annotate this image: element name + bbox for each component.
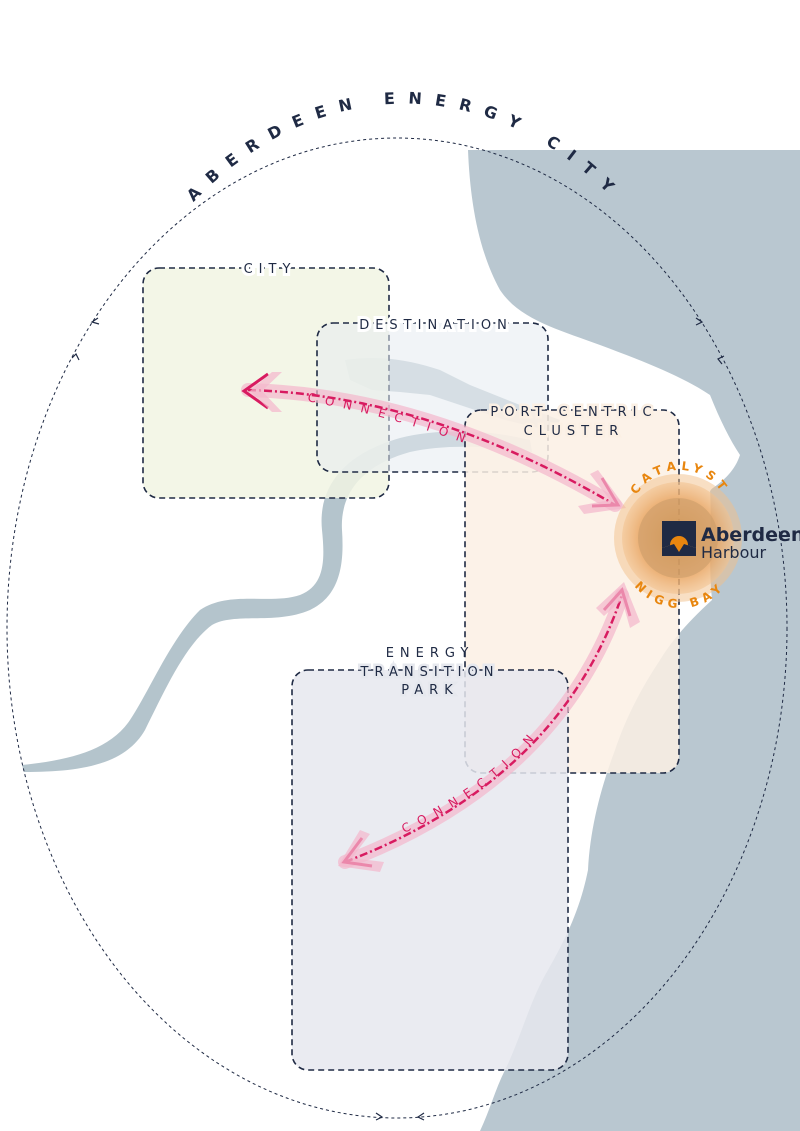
- connection-lower-line: [344, 594, 624, 864]
- logo-sub: Harbour: [701, 543, 767, 562]
- port-centric-label-line2: CLUSTER: [524, 424, 625, 439]
- connection-upper-head-right-halo: [578, 470, 626, 514]
- river: [22, 431, 532, 772]
- ellipse-arrow-right-lower: [717, 355, 725, 365]
- ellipse-arrow-left-lower: [71, 352, 80, 361]
- connection-lower-head-right-halo: [596, 582, 640, 628]
- ellipse-arrow-bottom-right: [416, 1112, 425, 1121]
- ellipse-arrow-bottom-left: [375, 1112, 384, 1121]
- ellipse-arrow-left: [90, 317, 100, 325]
- connection-upper-head-left-halo: [250, 372, 282, 412]
- sea-area: [468, 150, 800, 1131]
- city-label: CITY: [244, 262, 297, 277]
- destination-label: DESTINATION: [359, 318, 513, 333]
- aberdeen-harbour-logo: Aberdeen Harbour: [662, 521, 800, 562]
- energy-transition-label-line3: PARK: [401, 683, 458, 698]
- connection-upper-head-left: [241, 372, 269, 410]
- ellipse-arrow-right: [695, 317, 704, 326]
- logo-name: Aberdeen: [701, 524, 800, 546]
- energy-transition-label-line1: ENERGY: [386, 646, 475, 661]
- port-centric-label-line1: PORT CENTRIC: [490, 405, 657, 420]
- connection-upper-line: [247, 388, 616, 507]
- harbour-logo-wave-icon: [662, 544, 696, 556]
- connection-lower-head-left-halo: [338, 830, 384, 872]
- energy-transition-label-line2: TRANSITION: [360, 665, 500, 680]
- energy-transition-zone: [291, 669, 569, 1071]
- boundary-ellipse: [6, 137, 788, 1119]
